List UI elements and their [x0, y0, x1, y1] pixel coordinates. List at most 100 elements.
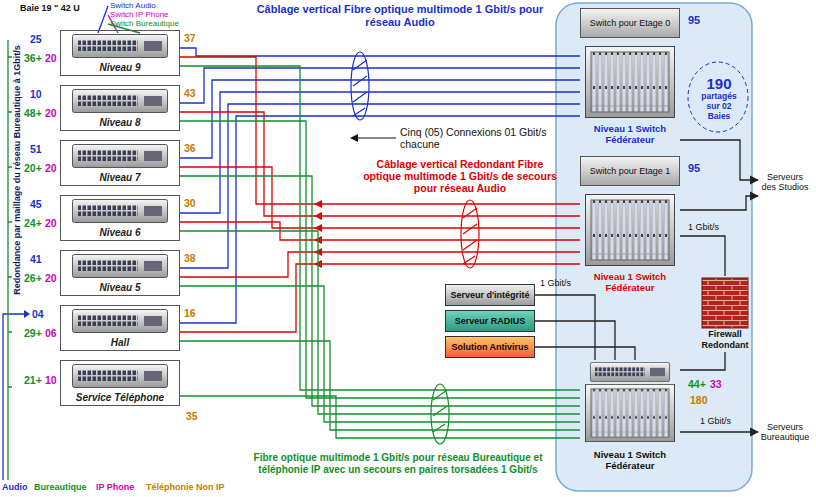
node-text: Switch pour Etage 1	[590, 166, 671, 176]
node-text: Niveau 9	[99, 62, 140, 74]
count-label: 38	[184, 252, 196, 264]
count-label: 04	[32, 308, 44, 320]
cable-link	[535, 295, 595, 360]
cable-link	[180, 264, 580, 332]
core-switch: Niveau 1 Switch Fédérateur	[580, 44, 680, 148]
cable-link	[180, 68, 580, 103]
firewall: Firewall Redondant	[698, 276, 752, 352]
node-text: 190	[706, 75, 731, 92]
node-text: Service Téléphone	[76, 392, 164, 404]
cable-link	[180, 104, 580, 268]
floor-rack: Service Téléphone	[60, 360, 180, 406]
cable-link	[180, 57, 580, 204]
annotation: Câblage vertical Redondant Fibre optique…	[360, 158, 560, 194]
count-label: 06	[45, 327, 57, 339]
count-label: 35	[186, 410, 198, 422]
cable-link	[180, 112, 580, 216]
cable-link	[680, 196, 758, 210]
node-text: Niveau 7	[99, 172, 140, 184]
annotation: Switch Bureautique	[110, 19, 179, 28]
count-label: 44+	[688, 378, 706, 390]
core-chassis-icons	[586, 47, 675, 442]
count-label: 36+	[24, 52, 42, 64]
node-text: Solution Antivirus	[451, 342, 528, 352]
core-panel	[556, 3, 752, 491]
node-text: Firewall Redondant	[701, 329, 749, 350]
cable-link	[180, 286, 580, 422]
count-label: 20	[45, 217, 57, 229]
floor-switch: Switch pour Etage 1	[580, 156, 680, 186]
cable-link	[680, 236, 725, 276]
count-label: 1 Gbit/s	[700, 416, 731, 426]
cable-link	[180, 231, 580, 414]
server-group: Serveurs Bureautique	[758, 410, 812, 454]
cable-link	[180, 116, 580, 323]
cable-link	[680, 431, 758, 432]
node-text: Niveau 8	[99, 117, 140, 129]
count-label: 48+	[24, 107, 42, 119]
count-label: 95	[688, 14, 700, 27]
annotation: Fibre optique multimode 1 Gbit/s pour ré…	[238, 452, 558, 475]
floor-rack: Niveau 9	[60, 30, 180, 76]
cable-bundle-marks	[351, 52, 479, 444]
count-label: 33	[710, 378, 722, 390]
floor-rack: Niveau 5	[60, 250, 180, 296]
server-group: Serveurs des Studios	[758, 160, 812, 204]
count-label: 37	[184, 32, 196, 44]
count-label: 45	[30, 198, 42, 210]
floor-rack: Niveau 7	[60, 140, 180, 186]
node-text: Hall	[111, 337, 129, 349]
node-text: Serveur d'intégrité	[450, 290, 529, 300]
count-label: 20	[45, 52, 57, 64]
legend-arrowhead	[24, 310, 30, 318]
cable-link	[535, 347, 635, 360]
node-text: partagés sur 02 Baies	[697, 92, 741, 121]
count-label: 20	[45, 107, 57, 119]
core-switch: Niveau 1 Switch Fédérateur	[580, 360, 680, 474]
cable-link	[180, 121, 580, 398]
legend-lines	[3, 6, 140, 480]
access-switch-icons	[73, 35, 168, 388]
cable-link	[680, 140, 758, 180]
count-label: 43	[184, 87, 196, 99]
annotation: Switch IP Phone	[110, 10, 169, 19]
count-label: 30	[184, 197, 196, 209]
count-label: 180	[690, 394, 708, 406]
port-count-circle: 190partagés sur 02 Baies	[688, 62, 750, 134]
annotation: Redondance par maillage du réseau Bureau…	[12, 45, 22, 295]
cable-link	[180, 48, 580, 56]
node-text: Niveau 1 Switch Fédérateur	[583, 450, 677, 472]
count-label: 10	[30, 88, 42, 100]
annotation: IP Phone	[96, 482, 134, 492]
count-label: 1 Gbit/s	[540, 278, 571, 288]
node-text: Serveurs des Studios	[761, 172, 809, 193]
floor-rack: Niveau 8	[60, 85, 180, 131]
node-text: Serveurs Bureautique	[761, 422, 810, 443]
server-box: Solution Antivirus	[445, 336, 535, 358]
count-label: 41	[30, 253, 42, 265]
count-label: 51	[30, 143, 42, 155]
count-label: 1 Gbit/s	[688, 222, 719, 232]
core-switch: Niveau 1 Switch Fédérateur	[580, 192, 680, 296]
floor-rack: Niveau 6	[60, 195, 180, 241]
firewall-wall	[702, 278, 748, 328]
cable-link	[180, 92, 580, 213]
annotation: Cinq (05) Connexions 01 Gbit/s chacune	[400, 126, 550, 150]
node-text: Niveau 1 Switch Fédérateur	[583, 272, 677, 294]
annotation: Câblage vertical Fibre optique multimode…	[250, 3, 550, 28]
floor-rack: Hall	[60, 305, 180, 351]
node-text: Niveau 6	[99, 227, 140, 239]
annotation: Téléphonie Non IP	[146, 482, 225, 492]
server-box: Serveur RADIUS	[445, 310, 535, 332]
cable-link	[180, 396, 580, 438]
count-label: 25	[30, 33, 42, 45]
count-label: 29+	[24, 327, 42, 339]
node-text: Niveau 5	[99, 282, 140, 294]
annotation: Baie 19 " 42 U	[20, 3, 80, 13]
count-label: 20	[45, 162, 57, 174]
node-text: Serveur RADIUS	[455, 316, 526, 326]
annotation: Audio	[2, 482, 28, 492]
server-box: Serveur d'intégrité	[445, 284, 535, 306]
count-label: 10	[45, 374, 57, 386]
